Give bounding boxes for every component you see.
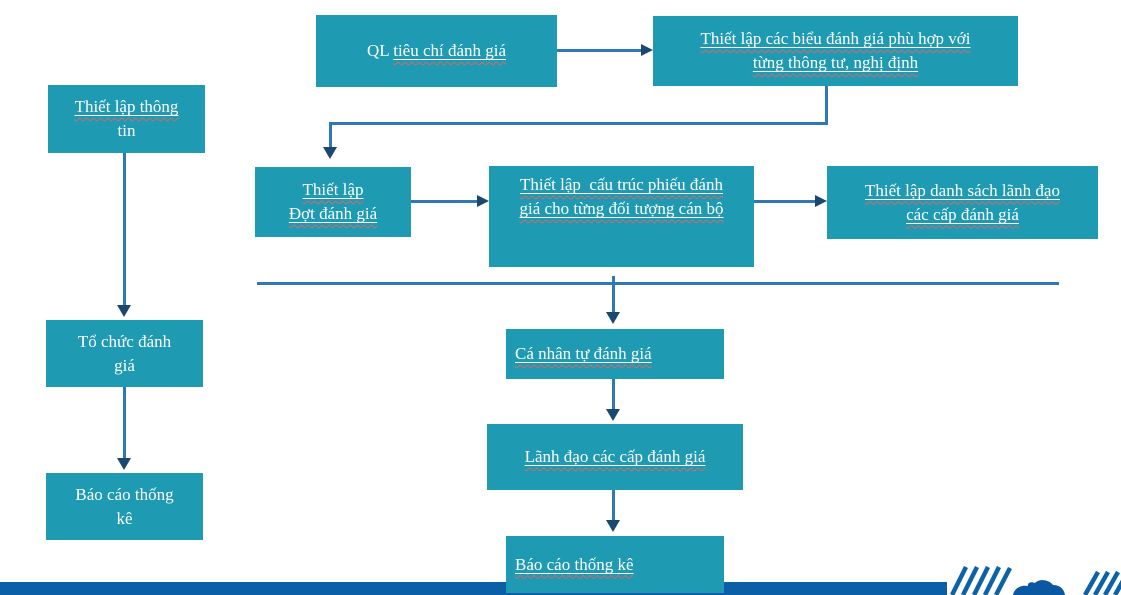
node-bao-cao-thong-ke-left: Báo cáo thống kê	[46, 473, 203, 540]
node-label-line1: Tổ chức đánh	[77, 331, 172, 351]
node-label-line1: Thiết lập cấu trúc phiếu đánh	[520, 175, 723, 194]
node-label-line2: kê	[116, 508, 133, 528]
connector-ql-to-bieu	[557, 49, 641, 52]
node-lanh-dao-cac-cap-danh-gia: Lãnh đạo các cấp đánh giá	[487, 424, 743, 490]
node-thiet-lap-dot-danh-gia: Thiết lập Đợt đánh giá	[255, 167, 411, 237]
arrowhead-right-icon	[641, 44, 653, 56]
arrowhead-down-icon	[117, 305, 131, 317]
node-label-line2: Đợt đánh giá	[288, 204, 378, 223]
node-label: Lãnh đạo các cấp đánh giá	[524, 447, 706, 466]
arrowhead-down-icon	[117, 458, 131, 470]
node-thiet-lap-cau-truc-phieu: Thiết lập cấu trúc phiếu đánh giá cho từ…	[489, 166, 754, 267]
connector-main-horizontal-line	[257, 282, 1059, 285]
connector-bieu-elbow-across	[329, 122, 828, 125]
logo-swoosh-icon	[1013, 580, 1065, 595]
footer-decoration	[949, 565, 1121, 595]
arrowhead-down-icon	[606, 520, 620, 532]
node-label-line2: tin	[117, 121, 136, 140]
connector-line-to-canhan	[612, 285, 615, 312]
footer-bar	[0, 582, 947, 595]
connector-tochuc-to-baocao	[123, 387, 126, 458]
arrowhead-down-icon	[606, 312, 620, 324]
diagonal-stripes-left-icon	[949, 565, 1012, 595]
node-label-line2: từng thông tư, nghị định	[752, 53, 919, 72]
arrowhead-right-icon	[815, 195, 827, 207]
connector-thongtin-to-tochuc	[123, 153, 126, 305]
node-label-line2: giá cho từng đối tượng cán bộ	[519, 199, 724, 218]
node-label-line2: giá	[114, 355, 135, 375]
connector-bieu-elbow-down	[329, 122, 332, 147]
arrowhead-right-icon	[477, 195, 489, 207]
node-label-line1: Thiết lập các biểu đánh giá phù hợp với	[700, 29, 971, 48]
node-ca-nhan-tu-danh-gia: Cá nhân tự đánh giá	[506, 329, 724, 379]
connector-bieu-elbow-drop	[825, 86, 828, 124]
node-thiet-lap-bieu-danh-gia: Thiết lập các biểu đánh giá phù hợp với …	[653, 16, 1018, 86]
node-bao-cao-thong-ke-bottom: Báo cáo thống kê	[506, 536, 724, 593]
diagonal-stripes-right-icon	[1083, 570, 1121, 595]
node-label: Cá nhân tự đánh giá	[515, 344, 652, 363]
node-ql-tieu-chi-danh-gia: QL tiêu chí đánh giá	[316, 15, 557, 87]
node-label-line1: Báo cáo thống	[75, 484, 174, 504]
node-thiet-lap-danh-sach-lanh-dao: Thiết lập danh sách lãnh đạo các cấp đán…	[827, 166, 1098, 239]
connector-cautruc-to-danhsach	[754, 200, 815, 203]
connector-dot-to-cautruc	[411, 200, 477, 203]
node-label-line1: Thiết lập danh sách lãnh đạo	[865, 180, 1060, 200]
node-thiet-lap-thong-tin: Thiết lập thông tin	[48, 85, 205, 153]
connector-lanhdao-to-baocao	[612, 490, 615, 520]
node-label-line2: các cấp đánh giá	[906, 204, 1019, 224]
node-label-line1: Thiết lập thông	[74, 97, 179, 116]
node-label: QL tiêu chí đánh giá	[366, 41, 507, 60]
node-label-line1: Thiết lập	[302, 180, 364, 199]
arrowhead-down-icon	[606, 409, 620, 421]
connector-stem-nub	[612, 276, 615, 285]
connector-canhan-to-lanhdao	[612, 379, 615, 409]
node-to-chuc-danh-gia: Tổ chức đánh giá	[46, 320, 203, 387]
node-label: Báo cáo thống kê	[515, 554, 634, 574]
arrowhead-down-icon	[323, 147, 337, 159]
